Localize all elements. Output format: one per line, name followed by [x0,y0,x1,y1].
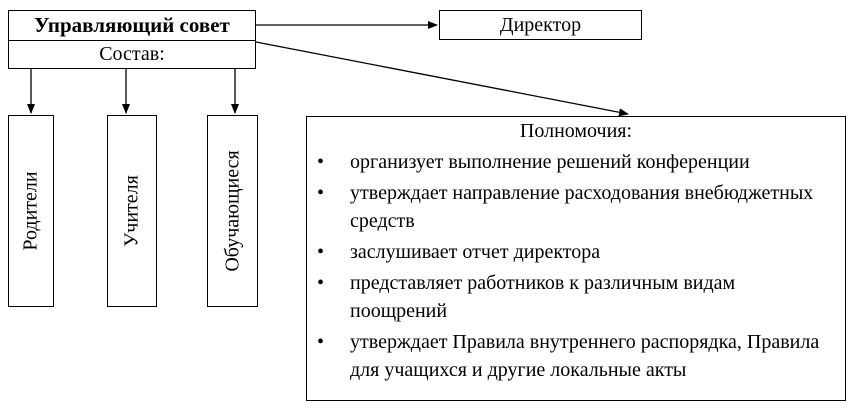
arrow-to-powers [255,41,629,117]
powers-list-item: • заслушивает отчет директора [307,238,845,266]
powers-list-item: • утверждает направление расходования вне… [307,179,845,235]
director-label: Директор [499,14,582,36]
member-label-students: Обучающиеся [221,150,243,272]
powers-item-text: заслушивает отчет директора [350,241,601,263]
council-composition-box: Состав: [8,40,256,69]
bullet-icon: • [317,151,325,173]
powers-list: • организует выполнение решений конференц… [307,148,845,387]
member-box-teachers: Учителя [107,115,157,307]
council-composition-label: Состав: [99,43,165,65]
member-box-students: Обучающиеся [207,115,258,307]
powers-item-text: организует выполнение решений конференци… [350,151,750,173]
bullet-icon: • [317,272,325,294]
member-label-parents: Родители [19,171,42,251]
member-box-parents: Родители [8,115,54,307]
member-label-teachers: Учителя [120,175,143,247]
bullet-icon: • [317,241,325,263]
powers-item-text: утверждает Правила внутреннего распорядк… [350,331,820,381]
bullet-icon: • [317,182,325,204]
powers-item-text: представляет работников к различным вида… [350,272,736,322]
director-box: Директор [439,10,642,40]
powers-list-item: • утверждает Правила внутреннего распоряд… [307,328,845,384]
powers-item-text: утверждает направление расходования внеб… [350,182,814,232]
powers-list-item: • представляет работников к различным вид… [307,269,845,325]
powers-list-item: • организует выполнение решений конференц… [307,148,845,176]
council-title-box: Управляющий совет [8,10,256,41]
council-title: Управляющий совет [34,13,230,37]
bullet-icon: • [317,331,325,353]
powers-box: Полномочия: • организует выполнение решен… [306,116,846,401]
powers-title: Полномочия: [519,120,633,142]
